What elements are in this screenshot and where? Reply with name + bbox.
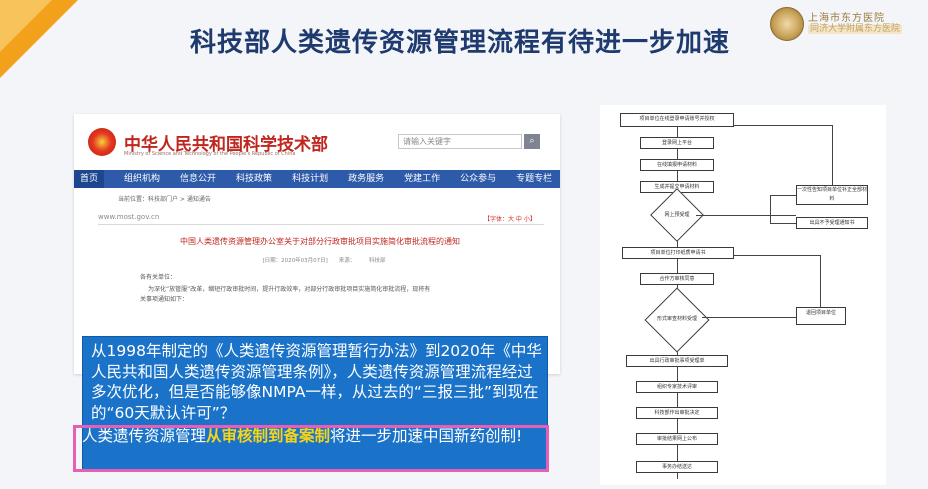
flow-step: 事务办结送达 (636, 461, 718, 473)
flow-decision-label: 形式审查材料受理 (656, 316, 697, 322)
flow-step: 审批结果网上公布 (636, 433, 718, 445)
flow-step: 项目单位在线登录申请账号并授权 (620, 113, 734, 127)
flow-side-box: 一次性告知项目单位补正全部材料 (796, 185, 868, 205)
search-icon: ⌕ (529, 136, 535, 146)
conclusion-prefix: 人类遗传资源管理 (82, 427, 207, 445)
summary-textbox: 从1998年制定的《人类遗传资源管理暂行办法》到2020年《中华人民共和国人类遗… (82, 336, 548, 472)
flow-step: 组织专家技术评审 (636, 381, 718, 393)
breadcrumb: 当前位置：科技部门户 > 通知通告 (118, 196, 211, 203)
flow-connector (696, 215, 796, 216)
flow-connector (770, 195, 796, 196)
flow-step: 出具行政审批事项受理单 (626, 355, 728, 367)
search-input[interactable]: 请输入关键字 (398, 134, 522, 149)
conclusion-text: 人类遗传资源管理从审核制到备案制将进一步加速中国新药创制! (82, 426, 546, 447)
approval-flowchart: 项目单位在线登录申请账号并授权 登录网上平台 在线填报申请材料 生成并提交申请材… (600, 105, 886, 485)
conclusion-suffix: 将进一步加速中国新药创制! (330, 427, 523, 445)
nav-item-info[interactable]: 信息公开 (180, 174, 217, 184)
flow-step: 项目单位打印纸质申请书 (622, 247, 734, 259)
nav-item-home[interactable]: 首页 (74, 170, 105, 188)
flow-decision-label: 网上预受理 (664, 212, 690, 218)
flow-step: 合作方审核同意 (640, 273, 714, 285)
notice-title: 中国人类遗传资源管理办公室关于对部分行政审批项目实施简化审批流程的通知 (180, 237, 460, 246)
highlight-frame (73, 425, 549, 472)
flow-connector (820, 255, 821, 307)
site-name: 中华人民共和国科学技术部 (124, 135, 328, 155)
nav-item-organization[interactable]: 组织机构 (124, 174, 161, 184)
flow-connector (770, 223, 796, 224)
flow-step: 科技部作出审批决定 (636, 407, 718, 419)
hospital-seal-icon (770, 7, 804, 41)
search-button[interactable]: ⌕ (524, 134, 540, 149)
divider (98, 224, 544, 225)
ministry-website-screenshot: 中华人民共和国科学技术部 Ministry of Science and Tec… (74, 114, 560, 374)
hospital-logo: 上海市东方医院 同济大学附属东方医院 (770, 4, 916, 44)
site-header: 中华人民共和国科学技术部 Ministry of Science and Tec… (74, 114, 560, 166)
nav-item-topics[interactable]: 专题专栏 (516, 174, 553, 184)
site-subtitle: Ministry of Science and Technology of th… (124, 151, 296, 157)
logo-line1: 上海市东方医院 (808, 13, 885, 25)
flow-connector (734, 125, 832, 126)
flow-step: 登录网上平台 (640, 137, 714, 149)
notice-body-line: 为深化“放管服”改革，缩短行政审批时间，提升行政效率，对部分行政审批项目实施简化… (148, 286, 431, 293)
flow-connector (702, 317, 796, 318)
flow-side-box: 退回项目单位 (796, 307, 846, 325)
nav-item-public[interactable]: 公众参与 (460, 174, 497, 184)
font-size-control[interactable]: 【字体：大 中 小】 (484, 216, 536, 223)
summary-paragraph: 从1998年制定的《人类遗传资源管理暂行办法》到2020年《中华人民共和国人类遗… (91, 342, 542, 422)
national-emblem-icon (88, 128, 116, 156)
flow-connector (770, 195, 771, 223)
logo-line2: 同济大学附属东方医院 (808, 23, 903, 34)
flow-side-box: 出具不予受理通知书 (796, 217, 868, 229)
flow-connector (734, 255, 820, 256)
notice-body-line: 各有关单位： (140, 274, 177, 281)
slide-title: 科技部人类遗传资源管理流程有待进一步加速 (189, 28, 730, 58)
site-nav: 首页 组织机构 信息公开 科技政策 科技计划 政务服务 党建工作 公众参与 专题… (74, 170, 560, 188)
notice-meta: [日期：2020年03月07日] 来源： 科技部 (262, 258, 386, 264)
corner-decoration-inner (0, 0, 52, 52)
conclusion-highlight: 从审核制到备案制 (206, 427, 331, 445)
nav-item-party[interactable]: 党建工作 (404, 174, 441, 184)
nav-item-policy[interactable]: 科技政策 (236, 174, 273, 184)
flow-connector (832, 125, 833, 185)
flow-step: 在线填报申请材料 (640, 159, 714, 171)
nav-item-services[interactable]: 政务服务 (348, 174, 385, 184)
site-url: www.most.gov.cn (98, 213, 160, 221)
nav-item-plans[interactable]: 科技计划 (292, 174, 329, 184)
notice-body-line: 关事项通知如下： (140, 296, 189, 303)
